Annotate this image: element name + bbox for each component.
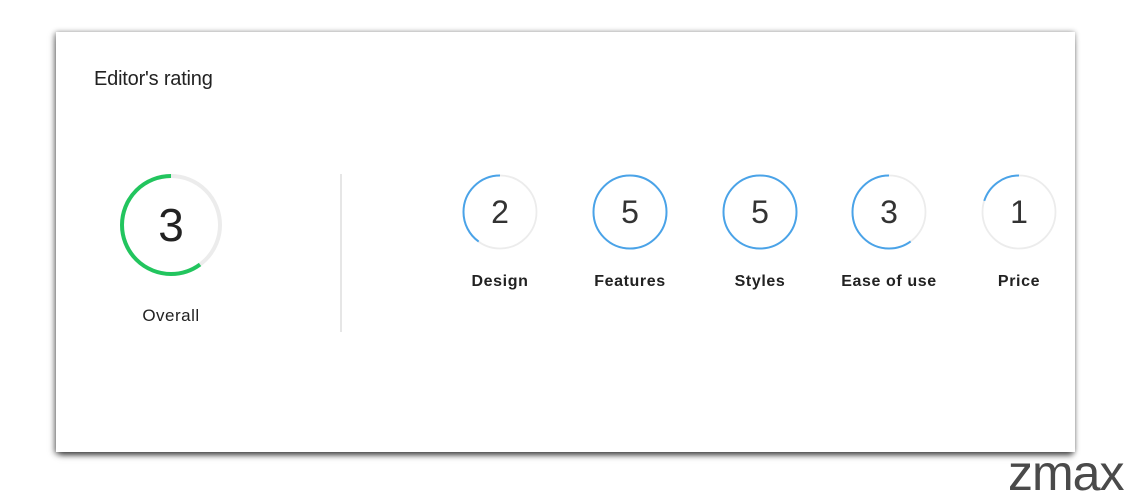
design-ring-graphic: [462, 174, 538, 250]
features-ring-graphic: [592, 174, 668, 250]
features-score: 5: [621, 193, 639, 230]
section-divider: [340, 174, 342, 332]
overall-ring-progress: [120, 174, 222, 276]
features-label: Features: [594, 273, 666, 290]
overall-rating-ring: 3: [116, 170, 226, 280]
overall-label: Overall: [142, 306, 200, 325]
design-score: 2: [491, 193, 509, 230]
price-ring-graphic: [981, 174, 1057, 250]
rating-styles: 5 Styles: [700, 172, 820, 291]
styles-score: 5: [751, 193, 769, 230]
ease-of-use-ring-graphic: [851, 174, 927, 250]
rating-price: 1 Price: [959, 172, 1075, 291]
ease-of-use-score: 3: [880, 193, 898, 230]
price-label: Price: [997, 273, 1041, 290]
styles-ring-progress: [722, 174, 798, 250]
design-label: Design: [471, 273, 529, 290]
rating-design: 2 Design: [440, 172, 560, 291]
features-rating-ring: 5: [590, 172, 670, 252]
styles-ring-graphic: [722, 174, 798, 250]
zmax-watermark: zmax: [1008, 445, 1124, 501]
editors-rating-card: Editor's rating 3 Overall 2 Design: [56, 32, 1075, 452]
rating-features: 5 Features: [570, 172, 690, 291]
card-title: Editor's rating: [94, 68, 213, 90]
overall-rating: 3: [116, 170, 226, 280]
features-ring-progress: [592, 174, 668, 250]
overall-score: 3: [158, 199, 184, 251]
ease-of-use-rating-ring: 3: [849, 172, 929, 252]
styles-rating-ring: 5: [720, 172, 800, 252]
price-rating-ring: 1: [979, 172, 1059, 252]
design-rating-ring: 2: [460, 172, 540, 252]
rating-ease-of-use: 3 Ease of use: [829, 172, 949, 291]
ease-of-use-label: Ease of use: [841, 273, 937, 290]
styles-label: Styles: [734, 273, 786, 290]
ease-of-use-ring-progress: [851, 174, 927, 250]
price-score: 1: [1010, 193, 1028, 230]
design-ring-progress: [462, 174, 538, 250]
price-ring-progress: [981, 174, 1057, 250]
overall-ring-graphic: [120, 174, 222, 276]
